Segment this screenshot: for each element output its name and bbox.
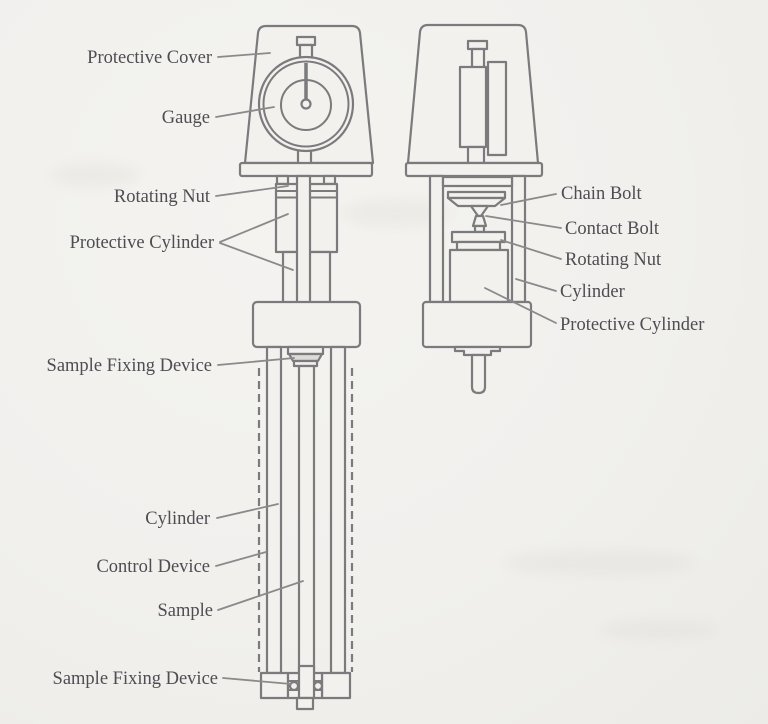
side-frame-post-left [428,174,445,304]
leader-rotating-nut [215,185,289,197]
cylinder-tube-left [265,345,283,675]
fixing-device-bottom-right-block [320,671,352,700]
side-frame-post-right [510,174,527,304]
label-sample-fixing-device-top: Sample Fixing Device [47,356,212,376]
label-side-cylinder: Cylinder [560,282,625,302]
side-view-labels: Chain Bolt Contact Bolt Rotating Nut Cyl… [560,184,704,335]
cover-base-plate [238,161,374,178]
side-gauge-dial-slab [486,60,508,157]
mount-post-right [322,174,337,186]
label-protective-cover: Protective Cover [87,48,212,68]
leader-chain-bolt [500,193,557,206]
label-side-protective-cylinder: Protective Cylinder [560,315,704,335]
sample-bar [297,364,316,675]
leader-lines [215,52,562,685]
label-sample-fixing-device-bottom: Sample Fixing Device [53,669,218,689]
front-view [238,24,375,711]
side-rotating-nut-plate [450,230,507,244]
label-chain-bolt: Chain Bolt [561,184,643,204]
leader-side-rotating-nut [500,239,562,260]
scan-artifacts [50,163,720,640]
label-control-device: Control Device [96,557,210,577]
leader-protective-cover [217,52,271,58]
side-rotating-nut-step [455,240,502,252]
cylinder-tube-right [329,345,347,675]
leader-cylinder [216,503,279,519]
side-gauge-knob-cap [466,39,489,51]
leader-control-device [215,551,267,567]
leader-side-cylinder [515,278,557,292]
label-contact-bolt: Contact Bolt [565,219,660,239]
leader-sample [217,580,304,611]
side-frame-top-bar [441,175,514,188]
side-gauge-stem [466,145,486,165]
leader-side-protective-cylinder [484,287,557,324]
leader-gauge [215,106,275,118]
bottom-rod [295,696,315,711]
leader-contact-bolt [485,215,562,229]
side-notch-plate [453,345,502,357]
contact-bolt-upper [469,204,490,218]
side-base-block [421,300,533,349]
chain-bolt-bevel [446,196,507,208]
center-rod [295,174,312,306]
fixing-device-bottom-left-block [259,671,290,700]
side-view [404,23,544,395]
label-rotating-nut: Rotating Nut [114,187,211,207]
front-view-labels: Protective Cover Gauge Rotating Nut Prot… [47,48,218,689]
leader-sample-fixing-bottom [222,677,292,685]
side-base-plate [404,161,544,178]
side-gauge-knob-stem [470,47,486,70]
gauge-hub [300,98,312,110]
fixing-bolt-left [288,680,300,692]
leader-protective-cylinder [219,213,294,271]
leader-sample-fixing-top [217,357,295,366]
gauge-knob-cap [295,35,317,47]
gauge-rim [262,60,350,148]
label-sample: Sample [158,601,214,621]
label-side-rotating-nut: Rotating Nut [565,250,662,270]
mount-post-left [275,174,290,186]
label-protective-cylinder: Protective Cylinder [70,233,214,253]
sample-bar-through-housing [297,664,316,700]
contact-bolt-lower [471,214,488,228]
collar-block [251,300,362,349]
side-protective-cylinder-block [448,248,510,304]
fixing-bolt-right [312,680,324,692]
side-bottom-rod [470,353,487,395]
label-gauge: Gauge [162,108,210,128]
label-cylinder: Cylinder [145,509,210,529]
side-gauge-body [458,65,488,149]
